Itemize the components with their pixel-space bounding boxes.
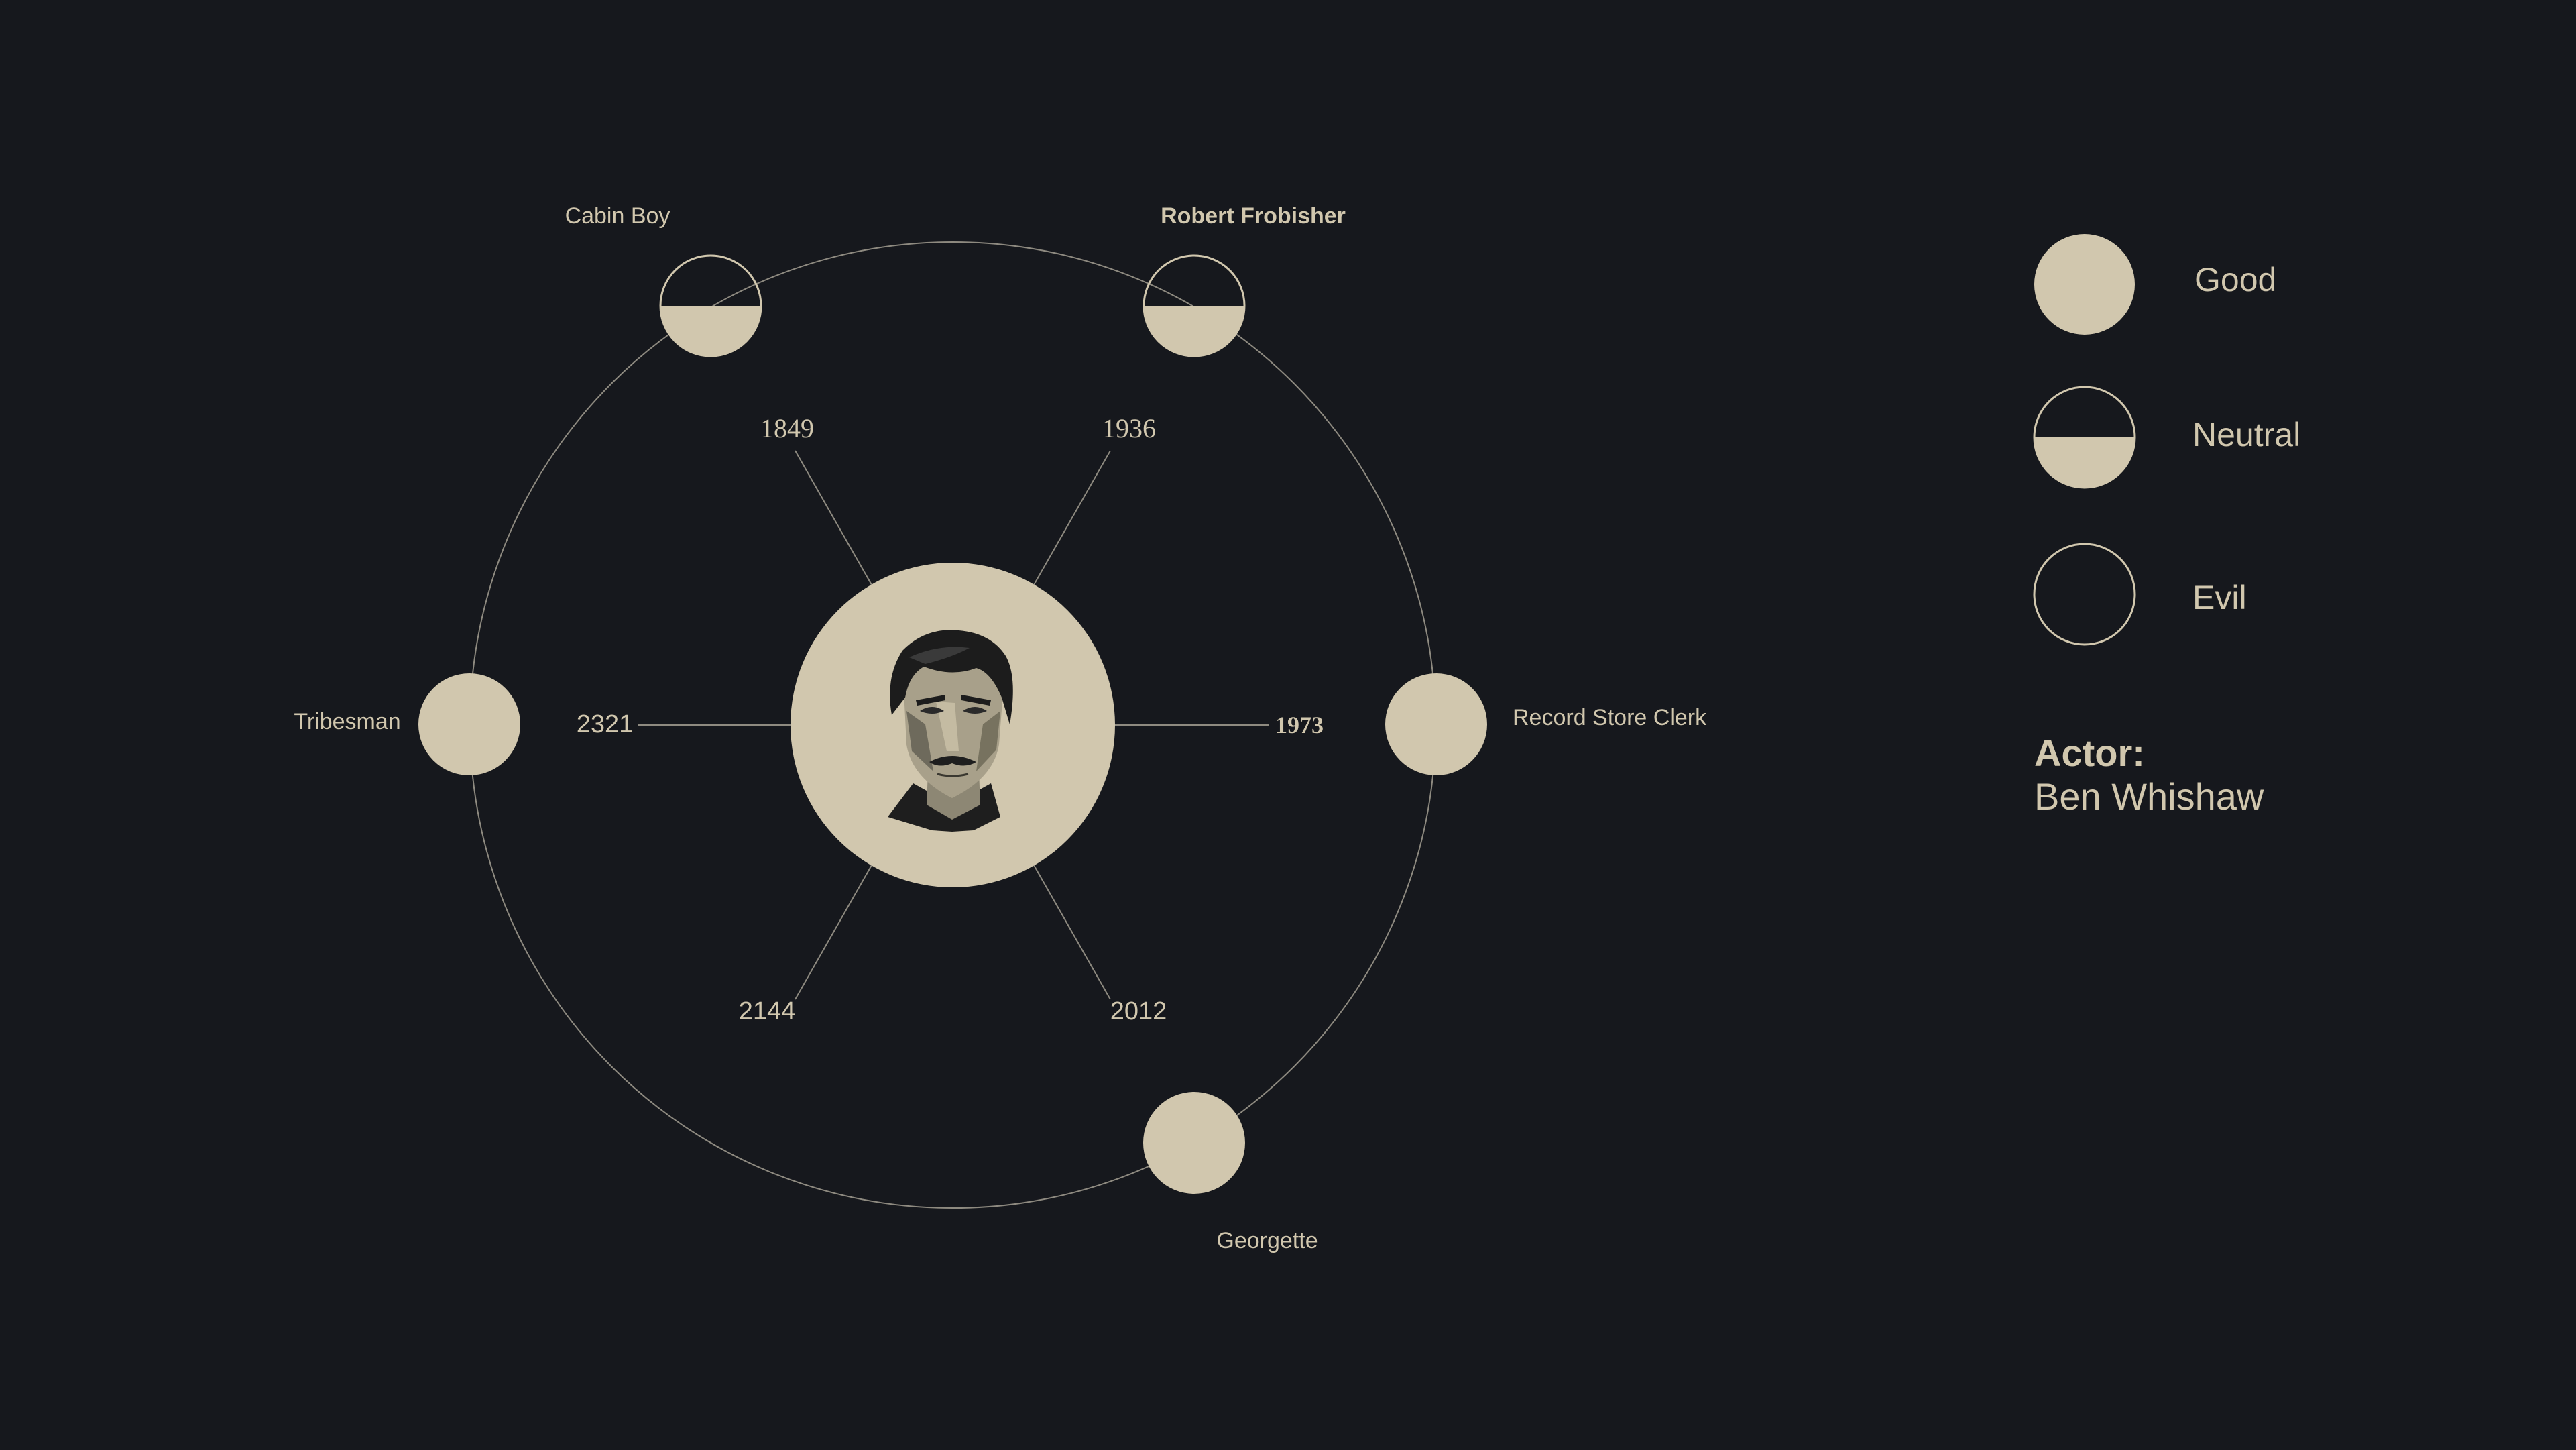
legend-good-label: Good <box>2194 261 2276 298</box>
year-label-1973: 1973 <box>1275 712 1324 738</box>
legend-neutral-swatch <box>2033 386 2136 489</box>
node-robert-frobisher <box>1143 254 1246 357</box>
year-label-2321: 2321 <box>577 710 634 738</box>
node-tribesman <box>418 673 520 775</box>
actor-heading: Actor: <box>2034 732 2145 774</box>
center-portrait <box>791 563 1115 887</box>
actor-name: Ben Whishaw <box>2034 775 2264 818</box>
legend-evil-swatch <box>2033 543 2136 646</box>
legend-good-swatch <box>2034 234 2135 335</box>
year-label-2144: 2144 <box>739 997 796 1025</box>
label-cabin-boy: Cabin Boy <box>565 203 670 229</box>
spoke-1936 <box>1033 450 1111 585</box>
legend-evil-label: Evil <box>2192 579 2247 616</box>
node-cabin-boy <box>659 254 762 357</box>
label-robert-frobisher: Robert Frobisher <box>1161 203 1346 229</box>
node-georgette <box>1143 1092 1245 1194</box>
year-label-2012: 2012 <box>1110 997 1167 1025</box>
year-label-1849: 1849 <box>760 413 814 443</box>
legend: Good Neutral Evil <box>2033 234 2300 646</box>
legend-neutral-label: Neutral <box>2192 416 2300 453</box>
spoke-1849 <box>795 450 872 585</box>
spokes <box>638 450 1269 1000</box>
year-label-1936: 1936 <box>1102 413 1156 443</box>
label-georgette: Georgette <box>1216 1228 1318 1253</box>
spoke-2012 <box>1033 865 1111 1000</box>
spoke-2144 <box>795 865 872 1000</box>
face-portrait-icon <box>888 630 1013 832</box>
label-record-store-clerk: Record Store Clerk <box>1513 705 1707 730</box>
node-record-store-clerk <box>1385 673 1487 775</box>
label-tribesman: Tribesman <box>294 709 400 734</box>
